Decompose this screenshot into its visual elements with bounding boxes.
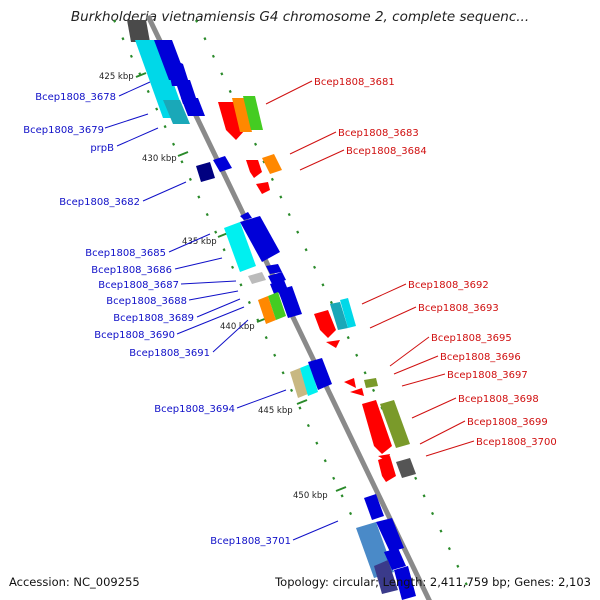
- gene-feature[interactable]: [262, 154, 282, 174]
- gene-feature[interactable]: [376, 518, 404, 552]
- gene-label-bcep1808-3692[interactable]: Bcep1808_3692: [408, 280, 489, 291]
- kbp-tick-label: 435 kbp: [182, 237, 217, 247]
- right-gene-labels: Bcep1808_3681 Bcep1808_3683 Bcep1808_368…: [314, 77, 557, 448]
- gene-label-bcep1808-3690[interactable]: Bcep1808_3690: [94, 330, 175, 341]
- gene-feature[interactable]: [374, 560, 398, 594]
- gene-feature-bcep1808-3699[interactable]: [380, 400, 410, 448]
- gene-feature-bcep1808-3687[interactable]: [266, 264, 282, 274]
- kbp-tick-label: 450 kbp: [293, 491, 328, 501]
- gene-label-bcep1808-3691[interactable]: Bcep1808_3691: [129, 348, 210, 359]
- gene-label-prpb[interactable]: prpB: [90, 143, 114, 154]
- gene-feature[interactable]: [394, 566, 416, 600]
- gene-label-bcep1808-3683[interactable]: Bcep1808_3683: [338, 128, 419, 139]
- kbp-tick-label: 440 kbp: [220, 322, 255, 332]
- gene-feature[interactable]: [308, 358, 332, 390]
- gene-label-bcep1808-3685[interactable]: Bcep1808_3685: [85, 248, 166, 259]
- gene-feature[interactable]: [268, 292, 286, 320]
- gene-feature-bcep1808-3686[interactable]: [248, 272, 266, 284]
- gene-feature[interactable]: [213, 156, 232, 172]
- gene-feature[interactable]: [326, 340, 340, 348]
- gene-feature-bcep1808-3692[interactable]: [314, 310, 336, 338]
- gene-feature-bcep1808-3694[interactable]: [290, 368, 308, 398]
- gene-feature[interactable]: [240, 216, 280, 262]
- gene-feature-bcep1808-3696[interactable]: [364, 378, 378, 388]
- gene-label-bcep1808-3687[interactable]: Bcep1808_3687: [98, 280, 179, 291]
- gene-feature[interactable]: [181, 98, 205, 116]
- gene-feature[interactable]: [384, 548, 406, 570]
- gene-feature[interactable]: [127, 20, 150, 42]
- gene-label-bcep1808-3697[interactable]: Bcep1808_3697: [447, 370, 528, 381]
- gene-feature[interactable]: [330, 302, 348, 330]
- gene-features: [127, 20, 416, 600]
- gene-feature-bcep1808-3691[interactable]: [278, 286, 302, 318]
- right-leader-lines: [265, 80, 475, 457]
- gene-feature-bcep1808-3679[interactable]: [163, 100, 190, 124]
- kbp-tick-label: 430 kbp: [142, 154, 177, 164]
- gene-label-bcep1808-3694[interactable]: Bcep1808_3694: [154, 404, 235, 415]
- gene-feature[interactable]: [243, 96, 263, 130]
- gene-label-bcep1808-3681[interactable]: Bcep1808_3681: [314, 77, 395, 88]
- left-leader-lines: [104, 81, 339, 541]
- gene-label-bcep1808-3686[interactable]: Bcep1808_3686: [91, 265, 172, 276]
- gene-feature-bcep1808-3684[interactable]: [256, 182, 270, 194]
- left-gene-labels: Bcep1808_3678 Bcep1808_3679 prpB Bcep180…: [23, 92, 291, 547]
- kbp-tick-label: 445 kbp: [258, 406, 293, 416]
- gene-feature-bcep1808-3700[interactable]: [378, 456, 396, 482]
- gene-feature-bcep1808-3682[interactable]: [196, 162, 215, 182]
- gene-label-bcep1808-3696[interactable]: Bcep1808_3696: [440, 352, 521, 363]
- gene-label-bcep1808-3679[interactable]: Bcep1808_3679: [23, 125, 104, 136]
- gene-feature-bcep1808-3683[interactable]: [246, 160, 262, 178]
- gene-feature-bcep1808-3690[interactable]: [258, 296, 276, 324]
- gene-label-bcep1808-3678[interactable]: Bcep1808_3678: [35, 92, 116, 103]
- gene-feature-bcep1808-3695[interactable]: [344, 378, 356, 388]
- accession-text: Accession: NC_009255: [9, 575, 140, 589]
- gene-label-bcep1808-3693[interactable]: Bcep1808_3693: [418, 303, 499, 314]
- gene-label-bcep1808-3689[interactable]: Bcep1808_3689: [113, 313, 194, 324]
- gene-feature-bcep1808-3698[interactable]: [362, 400, 392, 454]
- gene-feature-bcep1808-3697[interactable]: [350, 388, 364, 396]
- kbp-tick-group: 425 kbp 430 kbp 435 kbp 440 kbp 445 kbp …: [99, 72, 347, 501]
- gene-label-bcep1808-3688[interactable]: Bcep1808_3688: [106, 296, 187, 307]
- gene-label-bcep1808-3700[interactable]: Bcep1808_3700: [476, 437, 557, 448]
- kbp-tick-label: 425 kbp: [99, 72, 134, 82]
- gene-feature[interactable]: [232, 98, 252, 132]
- gene-feature-bcep1808-3701[interactable]: [364, 494, 384, 520]
- gene-feature-bcep1808-3693[interactable]: [340, 298, 356, 328]
- gene-feature[interactable]: [378, 454, 390, 462]
- gene-label-bcep1808-3699[interactable]: Bcep1808_3699: [467, 417, 548, 428]
- gene-label-bcep1808-3682[interactable]: Bcep1808_3682: [59, 197, 140, 208]
- gene-feature[interactable]: [300, 364, 318, 396]
- gene-label-bcep1808-3698[interactable]: Bcep1808_3698: [458, 394, 539, 405]
- gene-feature[interactable]: [165, 55, 190, 86]
- gene-feature-bcep1808-3685[interactable]: [224, 222, 256, 272]
- gene-label-bcep1808-3701[interactable]: Bcep1808_3701: [210, 536, 291, 547]
- gene-label-bcep1808-3695[interactable]: Bcep1808_3695: [431, 333, 512, 344]
- genome-summary-text: Topology: circular; Length: 2,411,759 bp…: [275, 575, 591, 589]
- gene-feature-bcep1808-3678[interactable]: [135, 40, 186, 118]
- map-title: Burkholderia vietnamiensis G4 chromosome…: [70, 9, 530, 25]
- gene-feature[interactable]: [396, 458, 416, 478]
- gene-label-bcep1808-3684[interactable]: Bcep1808_3684: [346, 146, 427, 157]
- gene-feature[interactable]: [240, 212, 252, 220]
